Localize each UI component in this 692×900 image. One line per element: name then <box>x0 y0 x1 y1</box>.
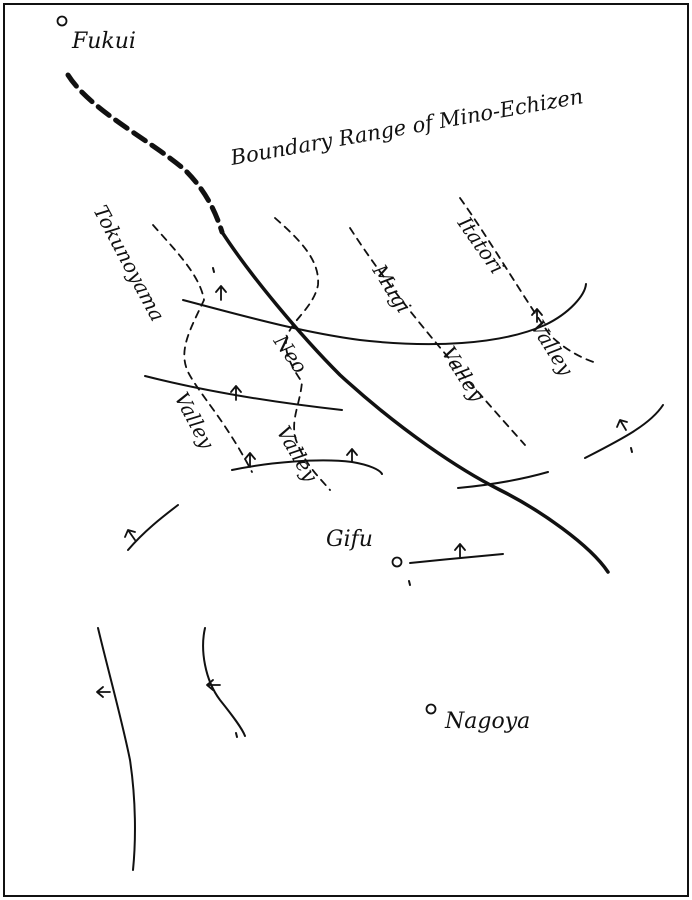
arrow-middle-left <box>230 385 242 401</box>
east-arc <box>584 404 664 459</box>
tokunoyama-valley-label: Valley <box>170 388 220 453</box>
arrow-itatori <box>531 308 543 323</box>
upper-cross-line <box>182 283 587 346</box>
fukui-label: Fukui <box>71 29 136 54</box>
arrow-east <box>616 419 628 431</box>
lower-cross-line <box>231 459 383 475</box>
fukui-marker <box>56 15 68 27</box>
arrow-gifu <box>454 543 466 558</box>
southwest-curve-b <box>202 627 246 737</box>
nagoya-marker <box>425 703 437 715</box>
gifu-marker <box>391 556 403 568</box>
arrow-southwest-b <box>206 679 221 691</box>
tick-mark <box>630 447 633 453</box>
mugi-label: Mugi <box>367 259 416 317</box>
itatori-label: Itatori <box>452 211 509 278</box>
tick-mark <box>212 267 215 273</box>
gifu-label: Gifu <box>326 527 373 552</box>
southwest-curve-a <box>97 627 136 871</box>
gifu-line <box>409 553 504 564</box>
arrow-lower-center <box>346 448 358 463</box>
arrow-upper-left <box>215 285 227 301</box>
itatori-valley-dashed <box>459 197 598 364</box>
boundary-range-label: Boundary Range of Mino-Echizen <box>228 84 585 170</box>
west-arc <box>127 504 179 551</box>
tokunoyama-valley-dashed <box>152 224 253 473</box>
tick-mark <box>408 580 411 586</box>
arrow-lower-left <box>244 452 256 468</box>
fault-intersection-line <box>457 471 549 489</box>
arrow-west <box>124 529 136 541</box>
mugi-valley-label: Valley <box>437 342 490 407</box>
map-frame <box>3 3 689 897</box>
main-fault-dashed-segment <box>65 72 225 235</box>
main-fault-line <box>220 230 610 574</box>
tick-mark <box>235 732 238 738</box>
neo-valley-dashed <box>274 217 331 491</box>
arrow-southwest-a <box>96 686 111 698</box>
itatori-valley-label: Valley <box>526 316 579 381</box>
tokunoyama-label: Tokunoyama <box>89 201 170 325</box>
nagoya-label: Nagoya <box>444 709 530 734</box>
mugi-valley-dashed <box>349 227 526 446</box>
neo-valley-label: Valley <box>272 422 323 487</box>
middle-cross-line <box>144 375 343 411</box>
